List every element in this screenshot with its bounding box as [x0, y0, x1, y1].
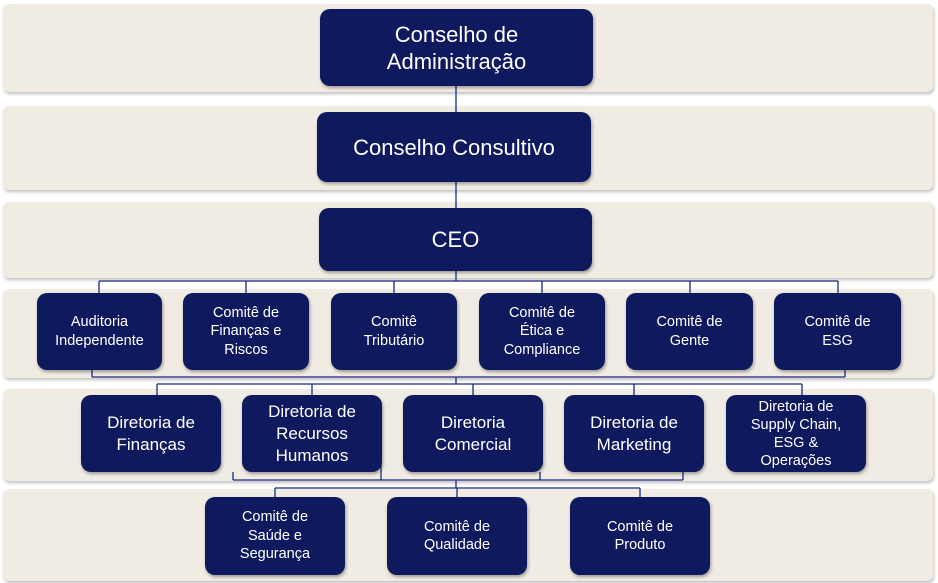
committee-audit-box: Auditoria Independente	[37, 293, 162, 370]
directorate-supply-chain-box: Diretoria de Supply Chain, ESG & Operaçõ…	[726, 395, 866, 472]
directorate-marketing-box: Diretoria de Marketing	[564, 395, 704, 472]
ceo-box: CEO	[319, 208, 592, 271]
directorate-commercial-box: Diretoria Comercial	[403, 395, 543, 472]
advisory-board-box: Conselho Consultivo	[317, 112, 591, 182]
committee-people-box: Comitê de Gente	[626, 293, 753, 370]
committee-quality-box: Comitê de Qualidade	[387, 497, 527, 575]
committee-finance-risk-box: Comitê de Finanças e Riscos	[183, 293, 309, 370]
committee-product-box: Comitê de Produto	[570, 497, 710, 575]
board-box: Conselho de Administração	[320, 9, 593, 86]
directorate-finance-box: Diretoria de Finanças	[81, 395, 221, 472]
committee-ethics-box: Comitê de Ética e Compliance	[479, 293, 605, 370]
committee-esg-box: Comitê de ESG	[774, 293, 901, 370]
directorate-hr-box: Diretoria de Recursos Humanos	[242, 395, 382, 472]
committee-health-safety-box: Comitê de Saúde e Segurança	[205, 497, 345, 575]
committee-tax-box: Comitê Tributário	[331, 293, 457, 370]
